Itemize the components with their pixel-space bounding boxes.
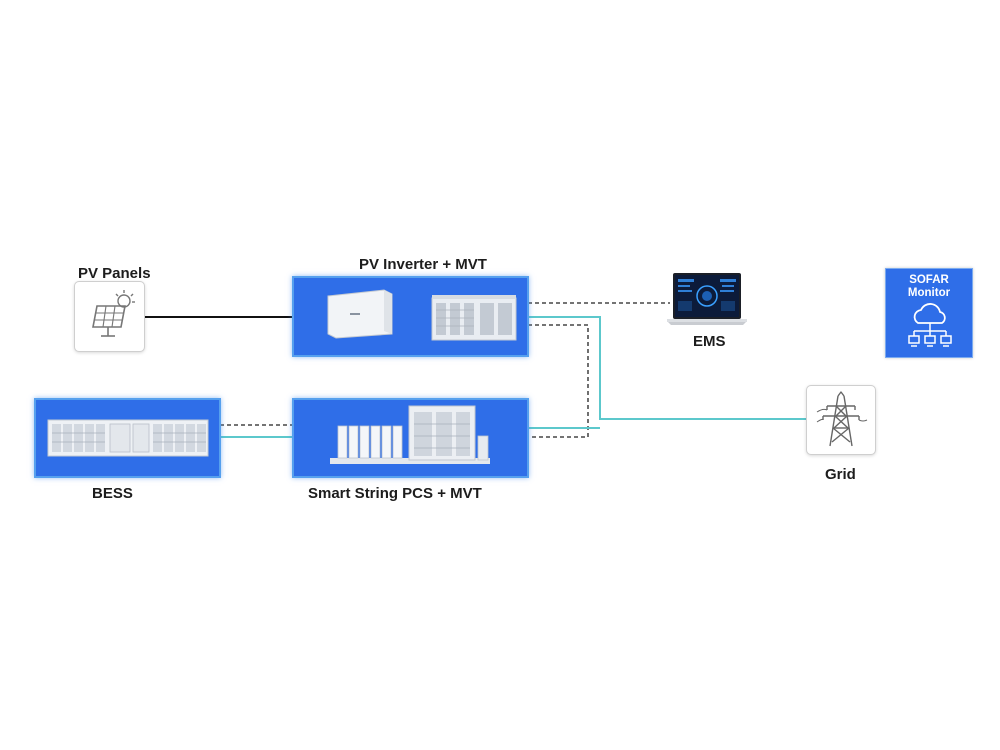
bess-node — [34, 398, 221, 478]
inverter-pcs-comm-line — [528, 324, 589, 438]
bess-label: BESS — [92, 485, 133, 502]
sofar-monitor-subtitle: Monitor — [907, 287, 951, 299]
grid-label: Grid — [825, 466, 856, 483]
pcs-mvt-equipment-image — [330, 405, 490, 464]
ems-node — [667, 271, 747, 332]
inverter-grid-power-line — [528, 316, 806, 420]
pv-panels-node — [74, 281, 145, 352]
pv-panels-label: PV Panels — [78, 265, 151, 282]
inverter-mvt-equipment-image — [327, 289, 517, 341]
pv-inverter-label: PV Inverter + MVT — [359, 256, 487, 273]
pv-inverter-node — [292, 276, 529, 357]
ems-label: EMS — [693, 333, 726, 350]
laptop-dashboard-icon — [667, 273, 747, 325]
sofar-monitor-title: SOFAR — [909, 274, 949, 286]
transmission-tower-icon — [816, 391, 868, 447]
grid-node — [806, 385, 876, 455]
bess-container-image — [47, 419, 209, 457]
cloud-network-icon — [908, 303, 952, 347]
pcs-label: Smart String PCS + MVT — [308, 485, 482, 502]
solar-panel-icon — [92, 290, 135, 337]
pcs-node — [292, 398, 529, 478]
sofar-monitor-node: SOFAR Monitor — [885, 268, 973, 358]
